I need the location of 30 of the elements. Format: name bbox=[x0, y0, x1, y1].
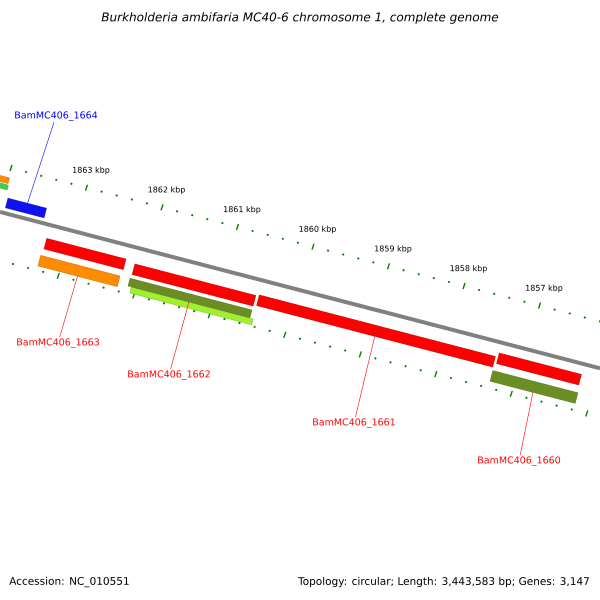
scale-label: 1861 kbp bbox=[224, 206, 260, 214]
scale-label: 1859 kbp bbox=[375, 245, 412, 254]
gene-bar bbox=[128, 278, 254, 325]
title: Burkholderia ambifaria MC40-6 chromosome 1, complete genome bbox=[102, 12, 498, 24]
gene-label: BamMC406_1664 bbox=[15, 111, 98, 121]
leader-line bbox=[170, 302, 190, 370]
leader-line bbox=[520, 392, 534, 456]
gene-label: BamMC406_1660 bbox=[478, 456, 560, 466]
gene-label: BamMC406_1662 bbox=[128, 370, 210, 380]
gene-bar bbox=[496, 352, 582, 386]
gene-bar bbox=[256, 294, 496, 368]
scale-label: 1858 kbp bbox=[450, 265, 487, 273]
gene-bar bbox=[132, 264, 256, 306]
gene-bar bbox=[38, 255, 120, 287]
leader-line bbox=[355, 336, 375, 418]
scale-label: 1863 kbp bbox=[73, 166, 110, 174]
gene-bar bbox=[44, 238, 126, 270]
accession-text: Accession: NC_010551 bbox=[9, 576, 129, 588]
gene-bar bbox=[0, 174, 10, 184]
scale-label: 1860 kbp bbox=[300, 226, 336, 234]
scale-label: 1862 kbp bbox=[148, 186, 185, 194]
gene-bar bbox=[490, 370, 578, 404]
gene-label: BamMC406_1663 bbox=[17, 338, 99, 348]
scale-label: 1857 kbp bbox=[526, 284, 562, 292]
leader-line bbox=[59, 276, 78, 338]
gene-bar bbox=[0, 182, 9, 190]
leader-line bbox=[27, 122, 54, 204]
genome-info-text: Topology: circular; Length: 3,443,583 bp; Genes: 3,147 bbox=[298, 576, 589, 588]
gene-label: BamMC406_1661 bbox=[313, 418, 395, 428]
gene-bar bbox=[5, 198, 47, 218]
